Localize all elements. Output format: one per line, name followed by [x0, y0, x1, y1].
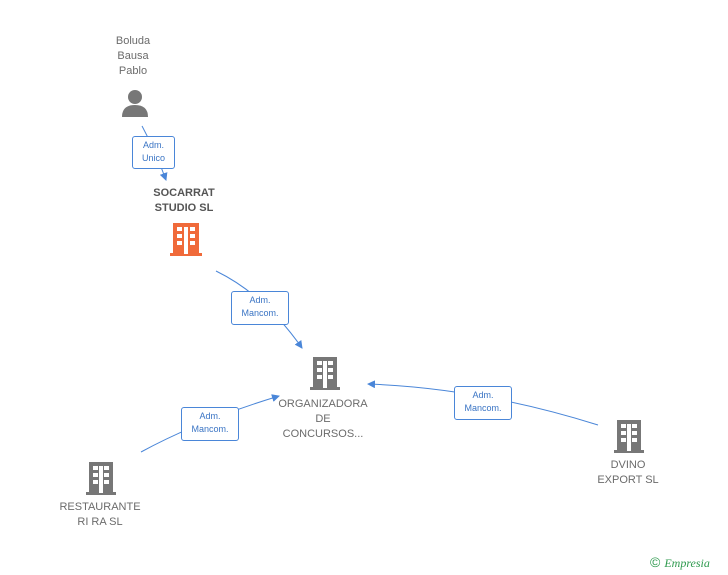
- building-icon[interactable]: [86, 461, 116, 495]
- socarrat-name[interactable]: SOCARRAT STUDIO SL: [153, 187, 215, 214]
- copyright-icon: ©: [650, 554, 661, 570]
- edge-label-socarrat-organizadora[interactable]: Adm. Mancom.: [231, 291, 289, 325]
- edge-label-person-socarrat[interactable]: Adm. Unico: [132, 136, 175, 169]
- person-name[interactable]: Boluda Bausa Pablo: [115, 35, 151, 77]
- edge-label-restaurante-organizadora[interactable]: Adm. Mancom.: [181, 407, 239, 441]
- building-icon[interactable]: [614, 419, 644, 453]
- dvino-name[interactable]: DVINO EXPORT SL: [597, 459, 659, 486]
- person-icon[interactable]: [120, 88, 150, 118]
- brand-name: Empresia: [664, 556, 710, 570]
- restaurante-name[interactable]: RESTAURANTE RI RA SL: [59, 501, 141, 528]
- building-icon[interactable]: [170, 222, 202, 256]
- building-icon[interactable]: [310, 356, 340, 390]
- organizadora-name[interactable]: ORGANIZADORA DE CONCURSOS...: [278, 398, 368, 440]
- brand-logo: ©Empresia: [650, 554, 710, 571]
- edge-label-dvino-organizadora[interactable]: Adm. Mancom.: [454, 386, 512, 420]
